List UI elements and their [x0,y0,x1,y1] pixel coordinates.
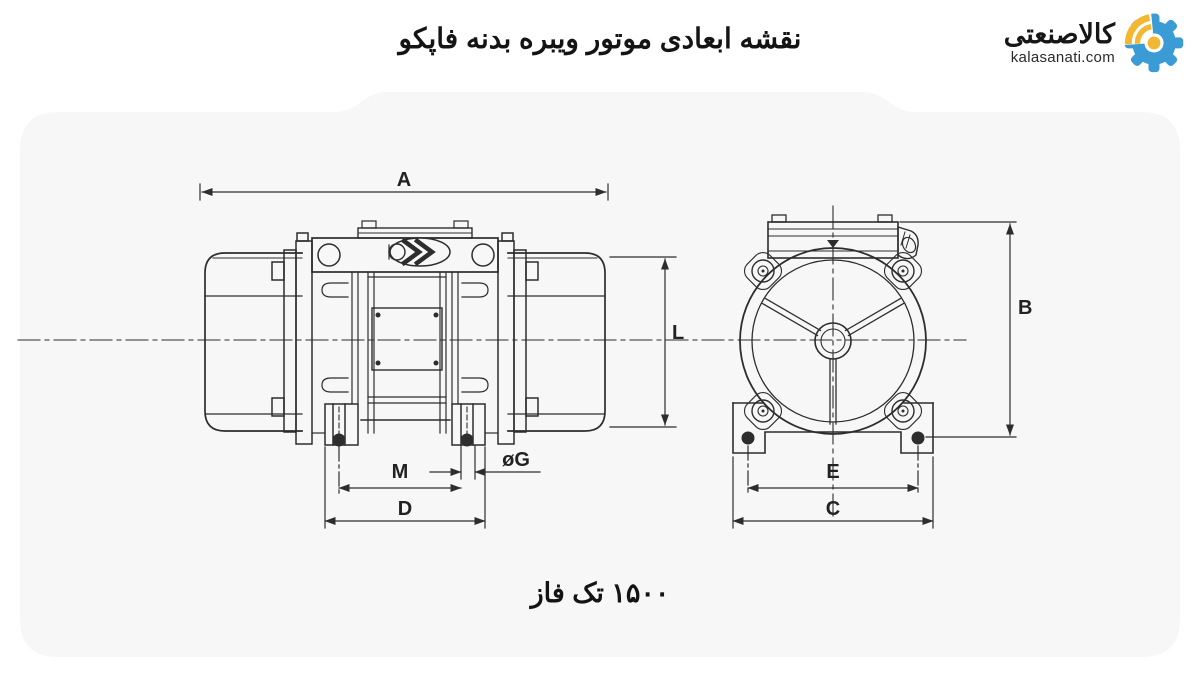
dim-label-e: E [826,461,839,483]
dim-label-l: L [672,322,684,344]
flange-bolts [743,251,923,431]
dim-label-c: C [826,498,840,520]
drawing-card [20,92,1180,657]
right-flange [497,232,539,445]
dim-label-d: D [398,498,412,520]
mounting-foot [324,403,359,447]
dim-label-m: M [392,461,409,483]
cable-gland [897,226,919,260]
gear-hub-dot [1147,36,1161,50]
vibration-direction-indicator [388,237,451,267]
dim-label-b: B [1018,297,1032,319]
lifting-lug-hole [317,243,341,267]
left-flange [271,232,313,445]
gear-icon [1122,8,1184,73]
signal-arcs [1124,14,1152,45]
model-caption: ۱۵۰۰ تک فاز [530,578,670,608]
brand-logo: کالاصنعتی kalasanati.com [1004,8,1186,76]
dim-label-g: øG [502,449,530,471]
brand-name: کالاصنعتی [1003,18,1115,49]
lifting-lug-hole [471,243,495,267]
base-feet [732,402,934,454]
brand-domain: kalasanati.com [1010,48,1115,66]
end-view [732,205,934,521]
mounting-foot [451,403,486,447]
dim-label-a: A [397,169,411,191]
dimension-lines [199,183,1017,529]
spokes [761,297,905,425]
side-view [204,220,606,447]
page-title: نقشه ابعادی موتور ویبره بدنه فاپکو [398,23,802,54]
terminal-box [767,214,899,259]
